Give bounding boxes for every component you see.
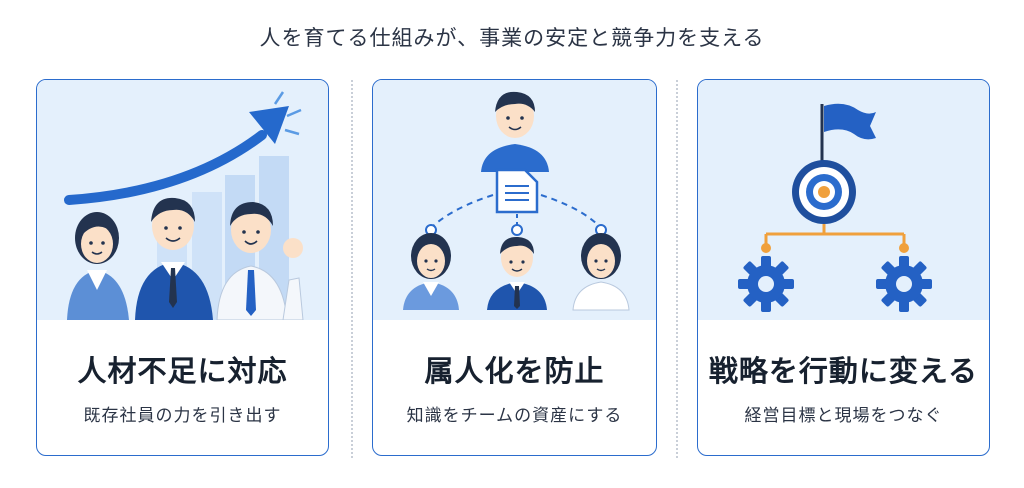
gear-icon bbox=[738, 256, 794, 312]
column-divider bbox=[351, 80, 353, 458]
person-icon bbox=[481, 91, 549, 172]
target-icon bbox=[792, 160, 856, 224]
card-heading: 属人化を防止 bbox=[424, 354, 605, 388]
person-icon bbox=[135, 197, 213, 320]
connector-line bbox=[540, 194, 600, 227]
card-strategy-to-action: 戦略を行動に変える 経営目標と現場をつなぐ bbox=[697, 79, 990, 456]
arrow-head-icon bbox=[249, 106, 289, 144]
connector-lines bbox=[761, 224, 909, 253]
column-divider bbox=[676, 80, 678, 458]
card-prevent-silos: 属人化を防止 知識をチームの資産にする bbox=[372, 79, 657, 456]
rising-arrow-icon bbox=[64, 130, 267, 205]
card-subtitle: 既存社員の力を引き出す bbox=[83, 406, 282, 426]
page-title: 人を育てる仕組みが、事業の安定と競争力を支える bbox=[259, 26, 765, 50]
card-subtitle: 知識をチームの資産にする bbox=[406, 406, 623, 426]
person-icon bbox=[67, 212, 129, 320]
connector-line bbox=[432, 194, 494, 227]
card-heading: 人材不足に対応 bbox=[77, 354, 288, 388]
person-icon bbox=[487, 236, 547, 310]
rising-arrow-team-illustration bbox=[37, 80, 328, 320]
flag-target-gears-illustration bbox=[698, 80, 989, 320]
gear-icon bbox=[876, 256, 932, 312]
person-icon bbox=[572, 233, 630, 311]
knowledge-sharing-illustration bbox=[373, 80, 656, 320]
person-icon bbox=[216, 202, 304, 320]
card-subtitle: 経営目標と現場をつなぐ bbox=[744, 406, 943, 426]
person-icon bbox=[403, 233, 459, 310]
node-icon bbox=[511, 224, 523, 236]
card-talent-shortage: 人材不足に対応 既存社員の力を引き出す bbox=[36, 79, 329, 456]
document-icon bbox=[495, 168, 539, 214]
card-heading: 戦略を行動に変える bbox=[708, 354, 979, 388]
